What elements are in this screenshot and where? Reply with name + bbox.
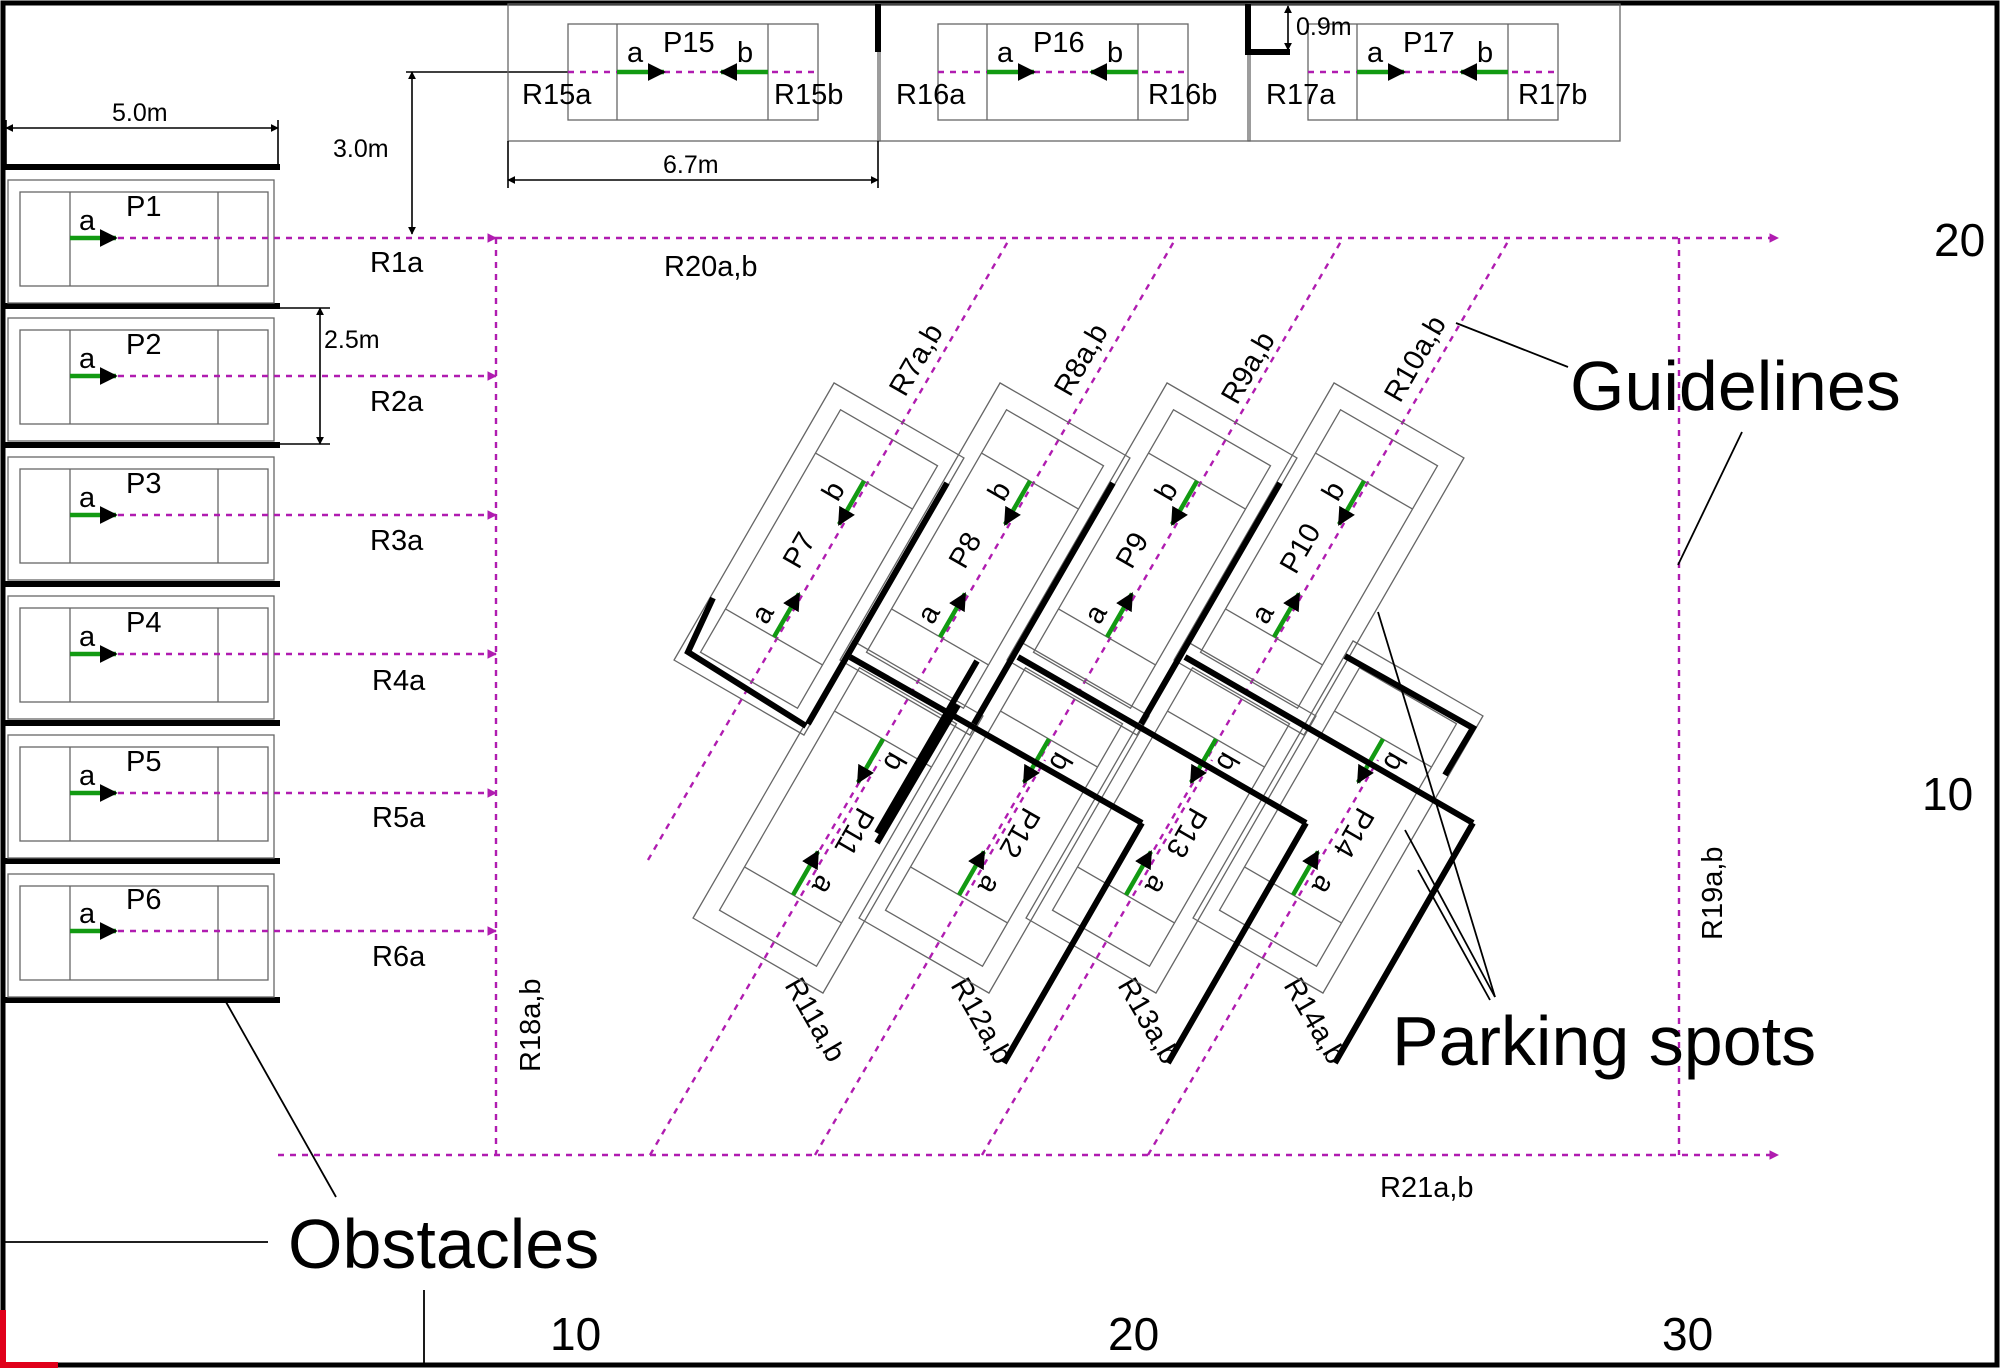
end-label-a: a xyxy=(79,343,96,375)
end-label-a: a xyxy=(79,760,96,792)
route-label-r16a: R16a xyxy=(896,79,966,111)
end-label-b: b xyxy=(876,747,912,777)
angled-obstacles xyxy=(684,481,1478,1065)
y-tick-20: 20 xyxy=(1934,214,1985,266)
dimension-5m: 5.0m xyxy=(5,99,279,165)
route-label-r15b: R15b xyxy=(774,79,843,111)
route-label-r3: R3a xyxy=(370,525,424,557)
callout-line xyxy=(1404,829,1496,998)
dimension-0-9m: 0.9m xyxy=(1284,5,1352,51)
end-label-b: b xyxy=(982,476,1018,506)
callout-line xyxy=(225,1001,337,1198)
legend-obstacles: Obstacles xyxy=(288,1205,599,1283)
spot-label-p10: P10 xyxy=(1274,518,1328,579)
end-label-a: a xyxy=(627,37,644,69)
dimension-6-7m: 6.7m xyxy=(507,141,879,188)
obstacle-line xyxy=(1245,4,1290,55)
route-label-r5: R5a xyxy=(372,802,426,834)
end-label-a: a xyxy=(79,205,96,237)
end-label-a: a xyxy=(79,898,96,930)
legend-guidelines: Guidelines xyxy=(1570,347,1901,425)
end-label-b: b xyxy=(816,476,852,506)
legend-parking-spots: Parking spots xyxy=(1392,1002,1816,1080)
spot-p6 xyxy=(7,873,275,998)
end-label-b: b xyxy=(1149,476,1185,506)
spot-label-p12: P12 xyxy=(993,802,1047,863)
end-label-b: b xyxy=(1107,37,1123,69)
top-spots: a P15 b a P16 b a P17 b R15a R15b R16a R… xyxy=(507,3,1621,142)
route-label-r15a: R15a xyxy=(522,79,592,111)
spot-label-p17: P17 xyxy=(1403,27,1455,59)
spot-label-p2: P2 xyxy=(126,329,161,361)
x-tick-10: 10 xyxy=(550,1308,601,1360)
route-label-r17b: R17b xyxy=(1518,79,1587,111)
route-label-r16b: R16b xyxy=(1148,79,1217,111)
spot-label-p3: P3 xyxy=(126,468,161,500)
route-label-r9: R9a,b xyxy=(1215,326,1281,409)
route-label-r17a: R17a xyxy=(1266,79,1336,111)
callout-line xyxy=(1417,869,1491,1001)
route-label-r1: R1a xyxy=(370,247,424,279)
end-label-a: a xyxy=(805,870,841,901)
end-label-a: a xyxy=(79,482,96,514)
dimension-label: 2.5m xyxy=(324,326,380,354)
end-label-b: b xyxy=(1316,476,1352,506)
end-label-a: a xyxy=(997,37,1014,69)
callout-line xyxy=(1377,611,1496,998)
callout-line xyxy=(1677,431,1743,566)
route-label-r11: R11a,b xyxy=(778,973,851,1068)
spot-label-p5: P5 xyxy=(126,746,161,778)
spot-label-p16: P16 xyxy=(1033,27,1085,59)
dimension-label: 6.7m xyxy=(663,151,719,179)
route-label-r19: R19a,b xyxy=(1697,846,1729,940)
end-label-a: a xyxy=(1138,870,1174,901)
end-label-b: b xyxy=(737,37,753,69)
spot-label-p9: P9 xyxy=(1110,527,1155,574)
route-label-r20: R20a,b xyxy=(664,251,758,283)
callout-line xyxy=(1455,322,1569,368)
spot-label-p6: P6 xyxy=(126,884,161,916)
guideline-r12 xyxy=(813,759,1047,1156)
spot-label-p7: P7 xyxy=(777,527,822,574)
end-label-a: a xyxy=(1367,37,1384,69)
guideline-r13 xyxy=(980,759,1214,1156)
route-label-r21: R21a,b xyxy=(1380,1172,1474,1204)
dimension-3m: 3.0m xyxy=(333,71,570,235)
guideline-r11 xyxy=(648,759,882,1156)
left-spots: a P1 a P2 a P3 a P4 a P5 a P6 R1a R2a R3… xyxy=(5,164,497,1003)
route-label-r4: R4a xyxy=(372,665,426,697)
dimension-label: 0.9m xyxy=(1296,13,1352,41)
dimension-label: 3.0m xyxy=(333,135,389,163)
spot-label-p8: P8 xyxy=(943,527,988,574)
route-label-r18: R18a,b xyxy=(515,978,547,1072)
dimension-label: 5.0m xyxy=(112,99,168,127)
end-label-a: a xyxy=(1245,599,1281,630)
route-label-r10: R10a,b xyxy=(1378,311,1452,408)
end-label-a: a xyxy=(971,870,1007,901)
route-label-r2: R2a xyxy=(370,386,424,418)
end-label-a: a xyxy=(911,599,947,630)
dimension-2-5m: 2.5m xyxy=(280,307,380,445)
x-tick-20: 20 xyxy=(1108,1308,1159,1360)
spot-label-p15: P15 xyxy=(663,27,715,59)
spot-label-p1: P1 xyxy=(126,191,161,223)
y-tick-10: 10 xyxy=(1922,768,1973,820)
spot-label-p4: P4 xyxy=(126,607,161,639)
end-label-a: a xyxy=(79,621,96,653)
route-label-r6: R6a xyxy=(372,941,426,973)
end-label-a: a xyxy=(1078,599,1114,630)
spot-label-p13: P13 xyxy=(1160,802,1214,863)
x-tick-30: 30 xyxy=(1662,1308,1713,1360)
spot-label-p11: P11 xyxy=(828,802,880,861)
end-label-b: b xyxy=(1477,37,1493,69)
end-label-a: a xyxy=(745,599,781,630)
guideline-r14 xyxy=(1146,759,1380,1156)
